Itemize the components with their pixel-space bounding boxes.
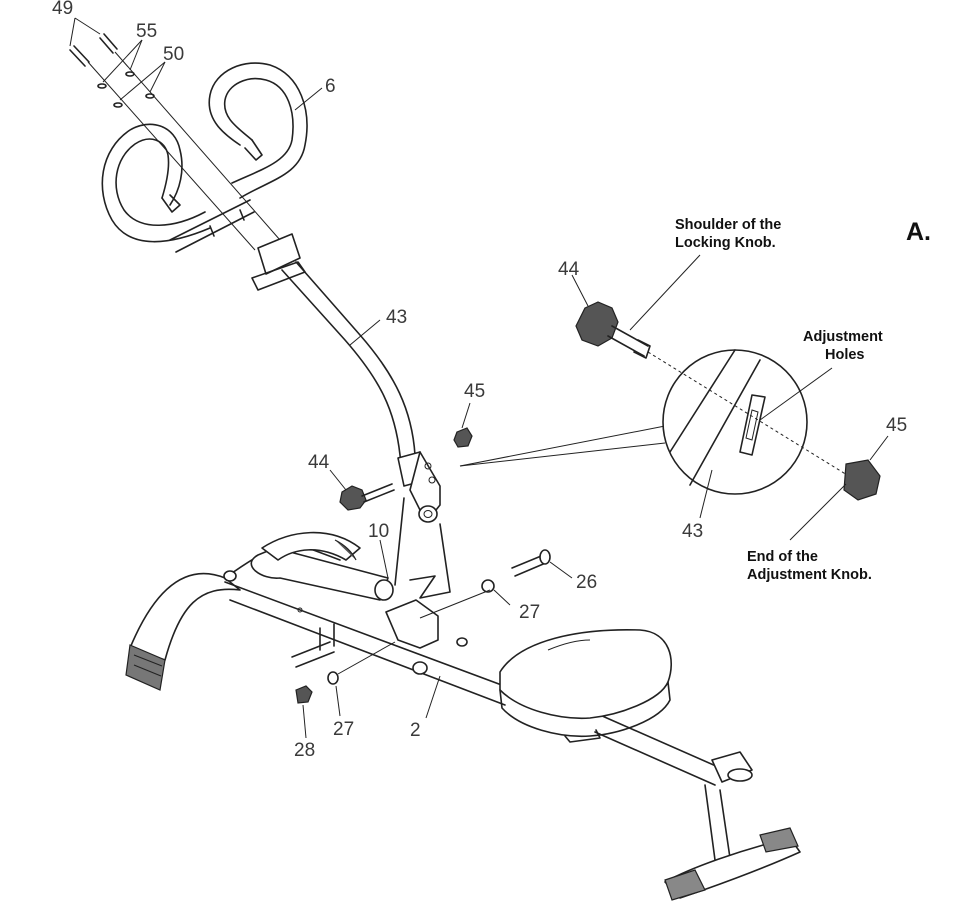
nut-part-28 [295, 641, 396, 739]
label-50: 50 [163, 44, 184, 65]
label-28: 28 [294, 740, 315, 761]
label-10: 10 [368, 521, 389, 542]
label-45-arm: 45 [464, 381, 485, 402]
label-27-right: 27 [519, 602, 540, 623]
label-44-detail: 44 [558, 259, 580, 280]
label-27-left: 27 [333, 719, 354, 740]
arm-part-43 [251, 233, 441, 523]
detail-knob-45 [789, 435, 889, 541]
detail-circle [662, 349, 808, 519]
callout-shoulder-line2: Locking Knob. [675, 235, 776, 251]
label-44-arm: 44 [308, 452, 330, 473]
callout-shoulder-line1: Shoulder of the [675, 217, 781, 233]
label-45-detail: 45 [886, 415, 907, 436]
label-43-arm: 43 [386, 307, 407, 328]
knob-part-45 [453, 402, 473, 448]
frame-part-2 [125, 543, 801, 901]
knob-part-44 [329, 469, 395, 511]
callout-end-line1: End of the [747, 549, 818, 565]
label-55: 55 [136, 21, 157, 42]
detail-knob-44 [571, 254, 701, 359]
bolt-part-26 [419, 549, 573, 619]
seat [499, 628, 672, 743]
handlebar-part-6 [101, 62, 308, 253]
callout-holes-line1: Adjustment [803, 329, 883, 345]
label-2: 2 [410, 720, 421, 741]
label-6: 6 [325, 76, 336, 97]
bolt-part-49 [69, 33, 155, 108]
label-26: 26 [576, 572, 597, 593]
label-49: 49 [52, 0, 73, 19]
roller-part-10 [250, 531, 394, 601]
panel-letter: A. [906, 218, 931, 246]
label-43-detail: 43 [682, 521, 703, 542]
callout-end-line2: Adjustment Knob. [747, 567, 872, 583]
callout-holes-line2: Holes [825, 347, 865, 363]
